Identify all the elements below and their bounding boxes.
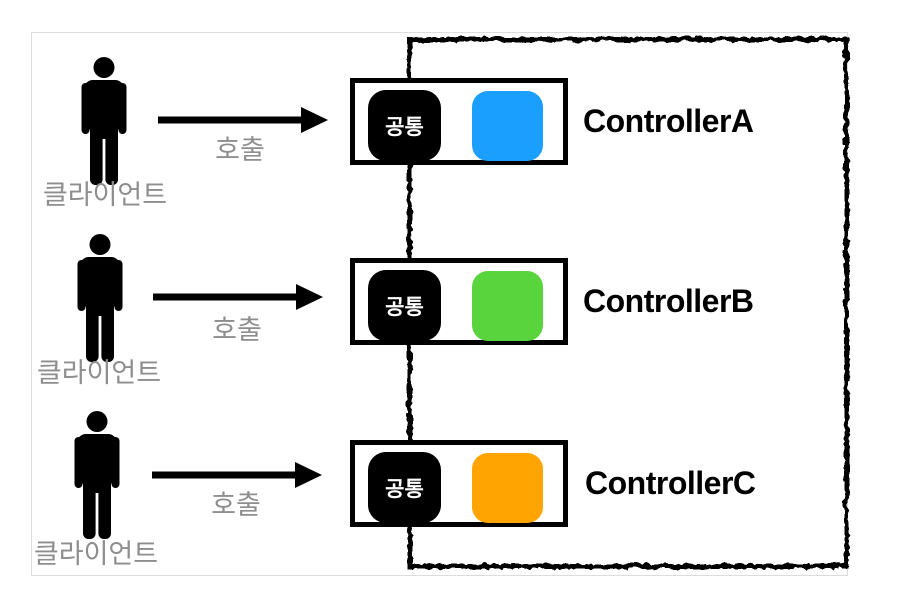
common-badge: 공통 (368, 270, 441, 341)
controller-box: 공통 (350, 440, 568, 527)
controller-name: ControllerA (583, 103, 754, 139)
common-label: 공통 (385, 115, 424, 139)
client-person-icon (77, 234, 123, 362)
client-person-icon (74, 411, 120, 539)
call-arrow-icon (153, 284, 323, 310)
call-arrow-icon (158, 107, 328, 133)
controller-color-chip (472, 453, 543, 523)
controller-name: ControllerB (583, 283, 754, 319)
client-label: 클라이언트 (33, 539, 159, 569)
controller-color-chip (472, 271, 543, 341)
common-label: 공통 (385, 295, 424, 319)
call-label: 호출 (215, 135, 265, 165)
client-label: 클라이언트 (42, 180, 168, 210)
controller-box: 공통 (350, 258, 568, 345)
controller-box: 공통 (350, 78, 568, 165)
call-arrow-icon (152, 462, 322, 488)
client-label: 클라이언트 (36, 358, 162, 388)
common-badge: 공통 (368, 90, 441, 161)
common-label: 공통 (385, 477, 424, 501)
call-label: 호출 (211, 490, 261, 520)
controller-color-chip (472, 91, 543, 161)
controller-name: ControllerC (585, 465, 756, 501)
client-person-icon (81, 57, 127, 185)
call-label: 호출 (212, 315, 262, 345)
common-badge: 공통 (368, 452, 441, 523)
